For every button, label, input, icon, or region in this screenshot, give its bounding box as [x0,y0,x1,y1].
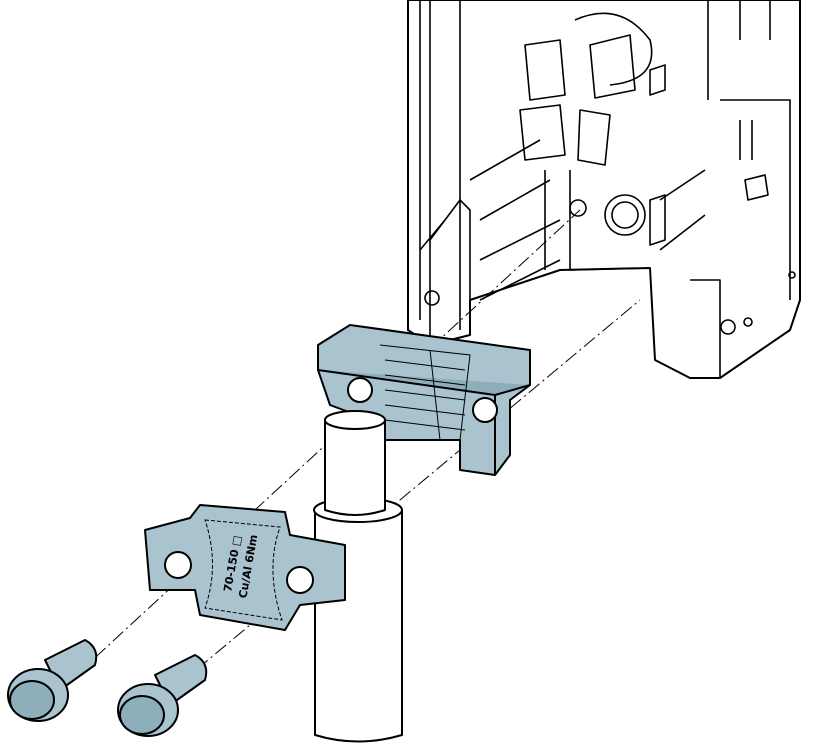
device-housing [407,0,801,379]
terminal-clamp-body [317,324,531,476]
assembly-axis-lines [59,209,641,701]
screw-left [7,639,98,722]
screw-right [117,654,208,737]
clamp-plate: 70-150 □ Cu/Al 6Nm [144,504,346,631]
